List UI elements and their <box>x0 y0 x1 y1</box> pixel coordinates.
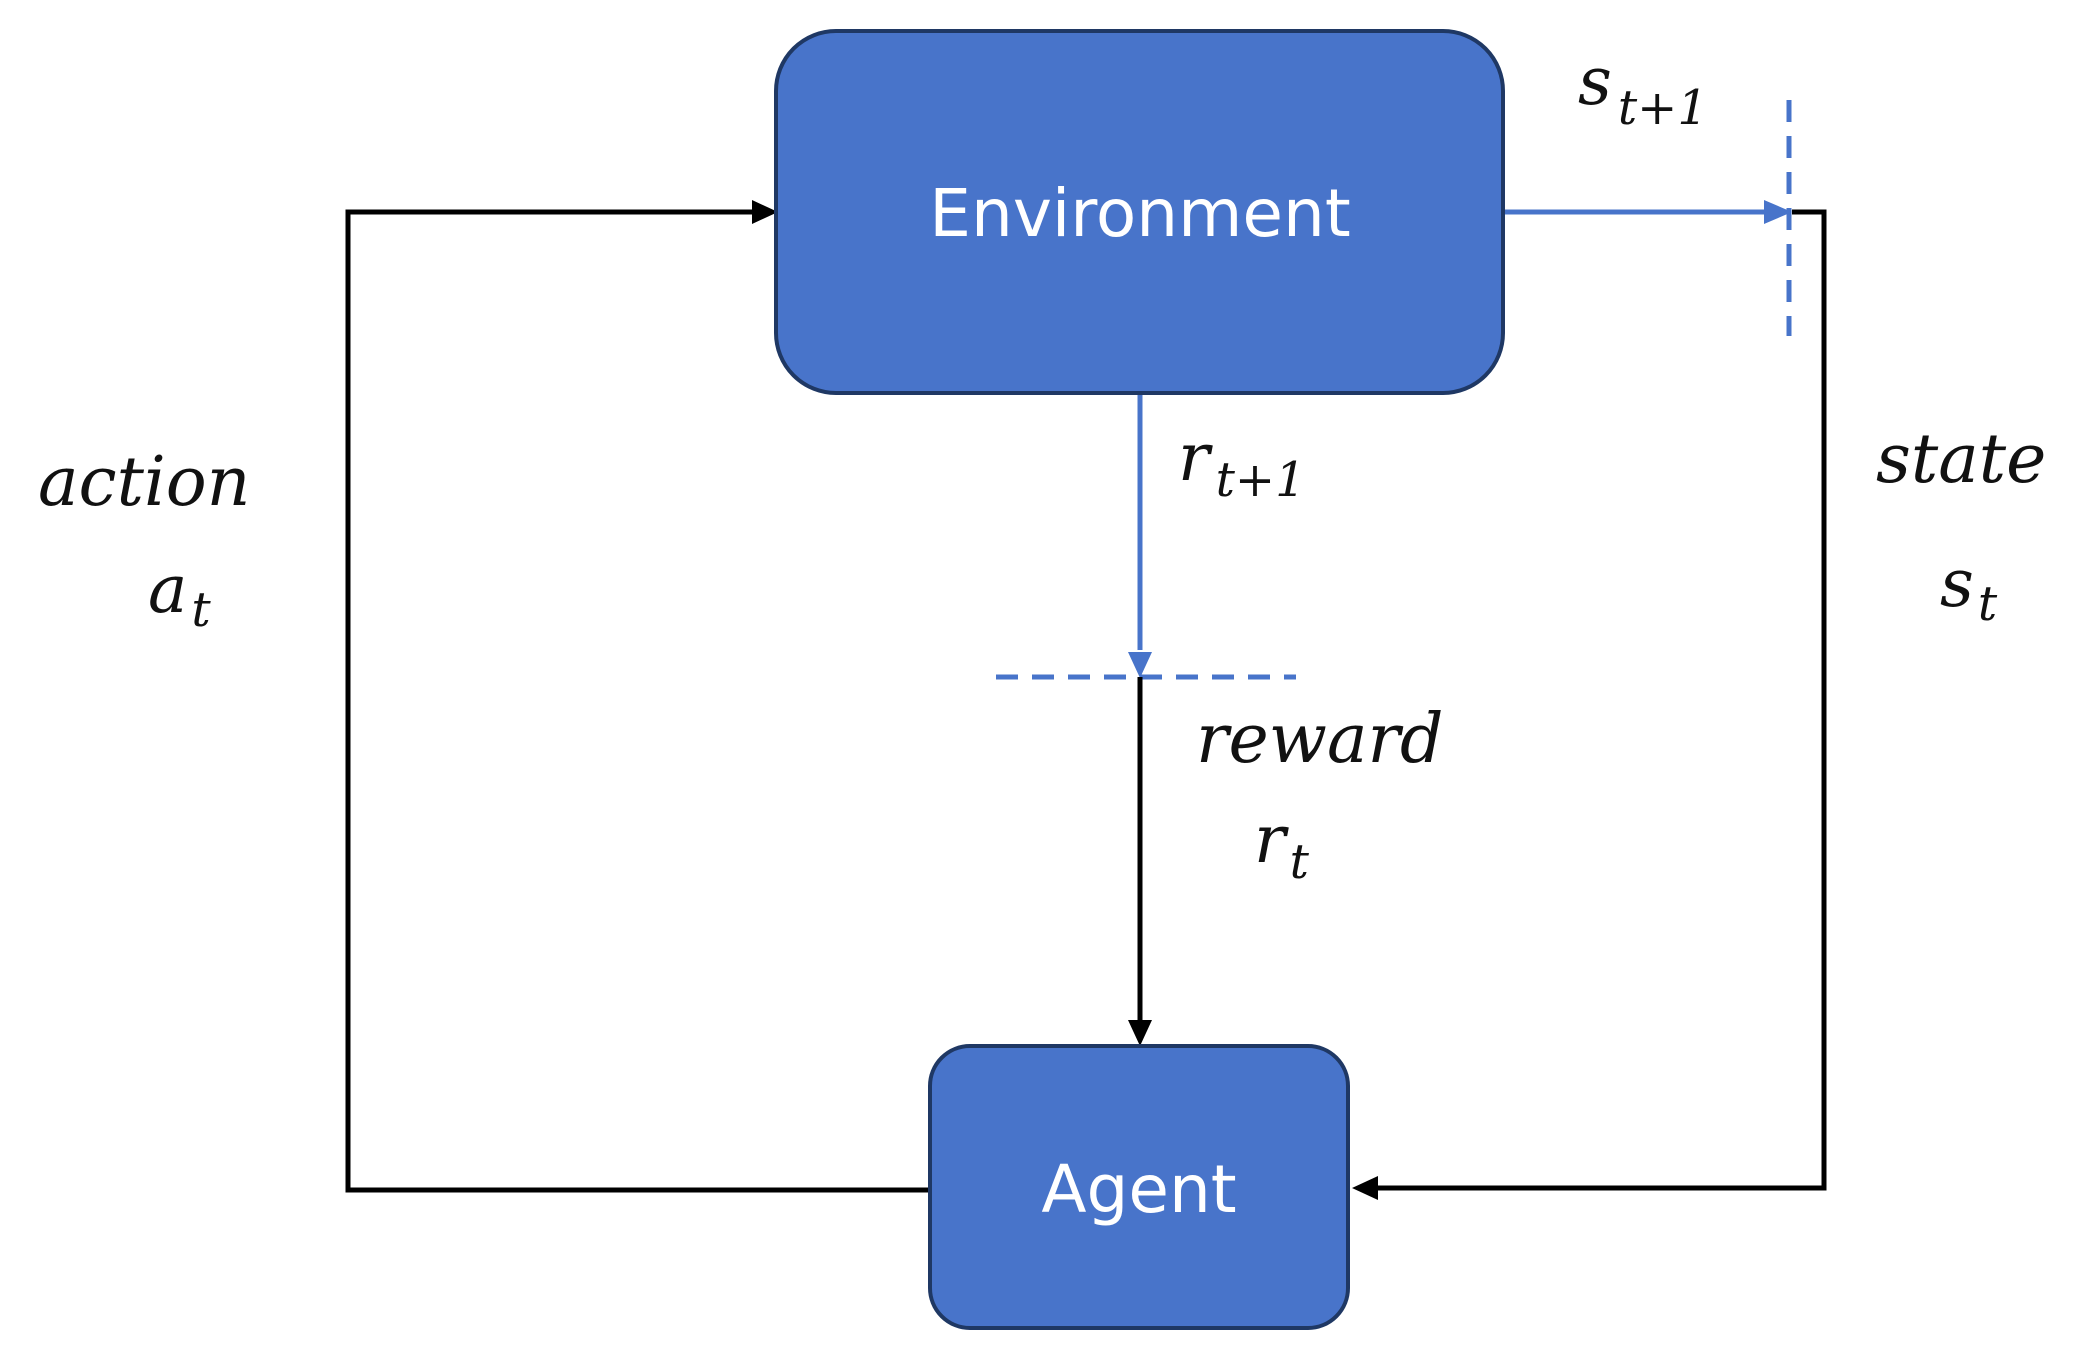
next-reward-sub: t+1 <box>1216 452 1306 508</box>
state-edge <box>1370 209 1827 1191</box>
agent-box <box>928 1044 1350 1330</box>
action-var: a <box>148 551 187 628</box>
reward-arrowhead <box>1128 1020 1152 1046</box>
reward-word-label: reward <box>1196 700 1444 779</box>
action-arrowhead <box>752 200 778 224</box>
state-sub: t <box>1978 576 1998 632</box>
agent-label: Agent <box>1041 1151 1236 1228</box>
agent-node: Agent <box>928 1044 1350 1330</box>
next-reward-var: r <box>1178 419 1213 496</box>
action-var-label: at <box>148 551 211 638</box>
state-var-label: st <box>1940 545 1998 632</box>
next-state-var: s <box>1578 43 1612 120</box>
environment-node: Environment <box>774 29 1505 395</box>
action-sub: t <box>191 582 211 638</box>
next-state-sub: t+1 <box>1618 80 1708 136</box>
state-word-label: state <box>1876 420 2046 499</box>
next-reward-arrowhead <box>1128 652 1152 678</box>
environment-label: Environment <box>929 175 1350 252</box>
next-state-arrowhead <box>1764 200 1792 224</box>
action-word-label: action <box>38 443 250 522</box>
action-edge <box>345 209 932 1193</box>
reward-var: r <box>1254 801 1289 878</box>
environment-box <box>774 29 1505 395</box>
state-var: s <box>1940 545 1974 622</box>
reward-var-label: rt <box>1254 801 1310 890</box>
reward-sub: t <box>1290 834 1310 890</box>
state-arrowhead <box>1352 1176 1378 1200</box>
